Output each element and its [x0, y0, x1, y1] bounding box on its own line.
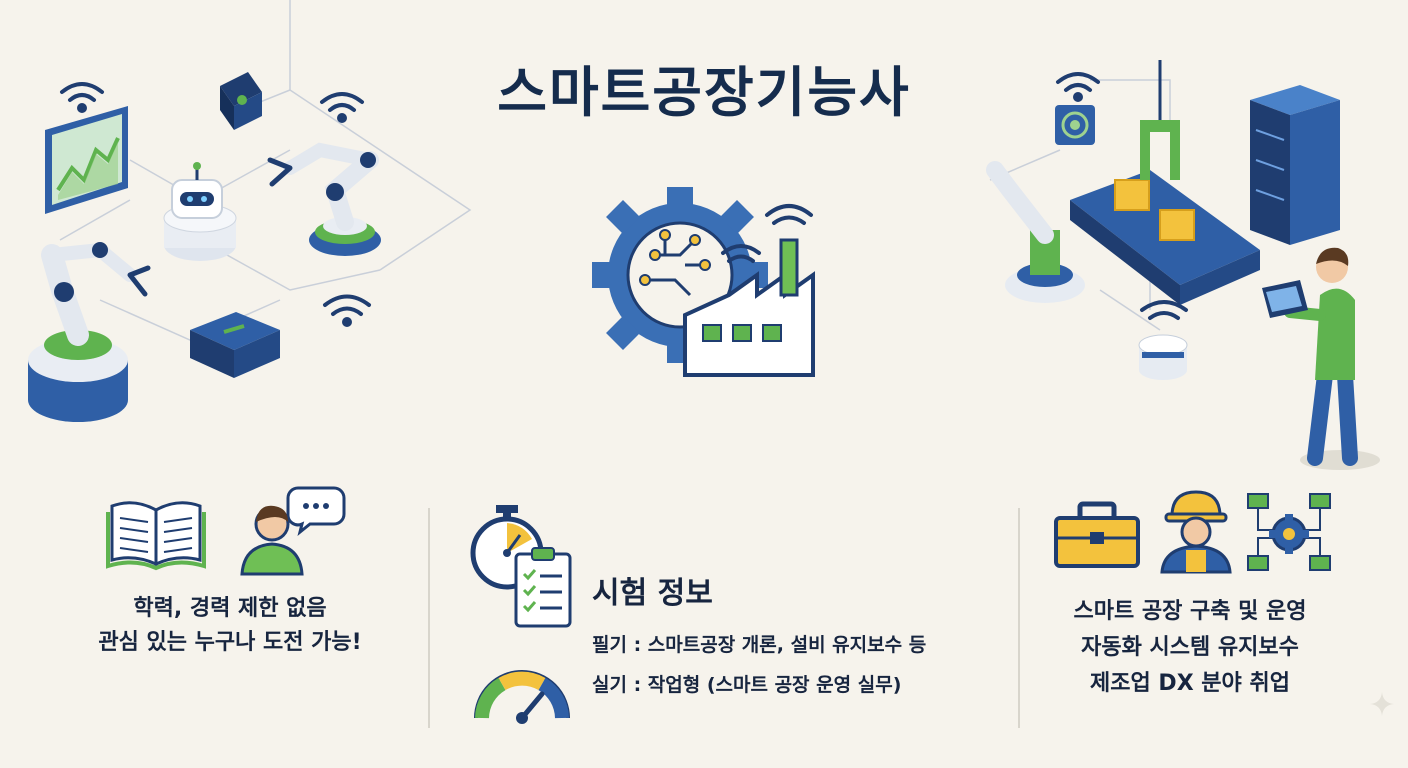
server-rack-icon	[1250, 85, 1340, 245]
wifi-icon	[721, 204, 813, 263]
eligibility-line: 학력, 경력 제한 없음	[133, 596, 327, 621]
divider	[428, 508, 430, 728]
gauge-icon	[474, 670, 570, 724]
factory-icon	[683, 238, 815, 377]
career-text: 스마트 공장 구축 및 운영 자동화 시스템 유지보수 제조업 DX 분야 취업	[1040, 594, 1340, 702]
divider	[1018, 508, 1020, 728]
sparkle-icon	[1370, 692, 1394, 716]
page-title: 스마트공장기능사	[497, 61, 911, 124]
exam-info-heading: 시험 정보	[592, 576, 713, 611]
eligibility-line: 관심 있는 누구나 도전 가능!	[98, 630, 362, 655]
wifi-icon	[1056, 72, 1100, 102]
beacon-icon	[1138, 334, 1188, 380]
robot-arm-icon	[28, 242, 151, 422]
left-factory-illustration	[28, 0, 472, 422]
exam-practical-text: 실기 : 작업형 (스마트 공장 운영 실무)	[592, 674, 902, 696]
right-factory-illustration	[986, 60, 1380, 470]
open-book-icon	[106, 501, 206, 571]
conveyor-belt-icon	[1070, 60, 1260, 305]
worker-icon	[1160, 490, 1232, 574]
monitor-chart-icon	[45, 106, 128, 214]
toolbox-icon	[1054, 501, 1140, 568]
career-line: 제조업 DX 분야 취업	[1090, 671, 1290, 696]
checklist-icon	[514, 547, 572, 628]
smart-factory-gear-emblem	[592, 187, 815, 377]
robot-icon	[163, 162, 237, 261]
wifi-icon	[320, 92, 364, 123]
network-gear-icon	[1247, 493, 1331, 571]
sensor-icon	[1055, 105, 1095, 145]
wifi-icon	[60, 82, 104, 113]
robot-arm-icon	[986, 161, 1085, 303]
eligibility-text: 학력, 경력 제한 없음 관심 있는 누구나 도전 가능!	[60, 592, 400, 660]
career-line: 자동화 시스템 유지보수	[1081, 635, 1299, 660]
router-icon	[190, 312, 280, 378]
person-speech-icon	[240, 486, 346, 576]
wifi-icon	[1140, 300, 1188, 320]
chip-icon	[220, 72, 262, 130]
exam-written-text: 필기 : 스마트공장 개론, 설비 유지보수 등	[592, 634, 927, 656]
worker-tablet-icon	[1262, 247, 1380, 470]
career-line: 스마트 공장 구축 및 운영	[1073, 599, 1307, 624]
wifi-icon	[323, 294, 371, 327]
robot-arm-icon	[267, 142, 381, 256]
